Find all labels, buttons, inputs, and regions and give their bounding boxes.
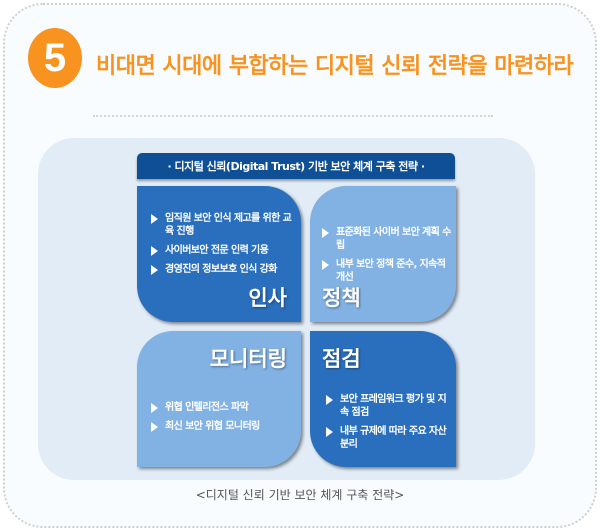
list-item: 내부 규제에 따라 주요 자산 분리 — [326, 425, 454, 451]
quadrant-inspection: 점검 보안 프레임워크 평가 및 지속 점검 내부 규제에 따라 주요 자산 분… — [310, 331, 456, 467]
list-item: 경영진의 정보보호 인식 강화 — [151, 263, 296, 276]
triangle-bullet-icon — [151, 246, 158, 256]
list-item: 내부 보안 정책 준수, 지속적 개선 — [322, 258, 456, 284]
triangle-bullet-icon — [322, 228, 329, 238]
triangle-bullet-icon — [151, 422, 158, 432]
list-item: 최신 보안 위협 모니터링 — [151, 420, 296, 433]
quadrant-monitoring: 모니터링 위협 인텔리전스 파악 최신 보안 위협 모니터링 — [137, 331, 301, 467]
triangle-bullet-icon — [151, 265, 158, 275]
diagram-banner: · 디지털 신뢰(Digital Trust) 기반 보안 체계 구축 전략 · — [137, 153, 455, 179]
divider — [93, 115, 493, 117]
page-title: 비대면 시대에 부합하는 디지털 신뢰 전략을 마련하라 — [96, 54, 574, 79]
list-item: 임직원 보안 인식 제고를 위한 교육 진행 — [151, 212, 296, 238]
triangle-bullet-icon — [151, 214, 158, 224]
quadrant-title: 점검 — [322, 347, 361, 371]
list-item: 표준화된 사이버 보안 계획 수립 — [322, 226, 456, 252]
figure-caption: <디지털 신뢰 기반 보안 체계 구축 전략> — [195, 488, 405, 502]
triangle-bullet-icon — [326, 427, 333, 437]
quadrant-title: 모니터링 — [209, 347, 287, 371]
list-item: 위협 인텔리전스 파악 — [151, 401, 296, 414]
triangle-bullet-icon — [151, 403, 158, 413]
section-number-badge: 5 — [28, 28, 82, 88]
quadrant-policy: 표준화된 사이버 보안 계획 수립 내부 보안 정책 준수, 지속적 개선 정책 — [310, 186, 456, 322]
list-item: 보안 프레임워크 평가 및 지속 점검 — [326, 393, 454, 419]
triangle-bullet-icon — [322, 260, 329, 270]
quadrant-title: 인사 — [248, 286, 287, 310]
list-item: 사이버보안 전문 인력 기용 — [151, 244, 296, 257]
triangle-bullet-icon — [326, 395, 333, 405]
quadrant-title: 정책 — [322, 286, 361, 310]
quadrant-hr: 임직원 보안 인식 제고를 위한 교육 진행 사이버보안 전문 인력 기용 경영… — [137, 186, 301, 322]
